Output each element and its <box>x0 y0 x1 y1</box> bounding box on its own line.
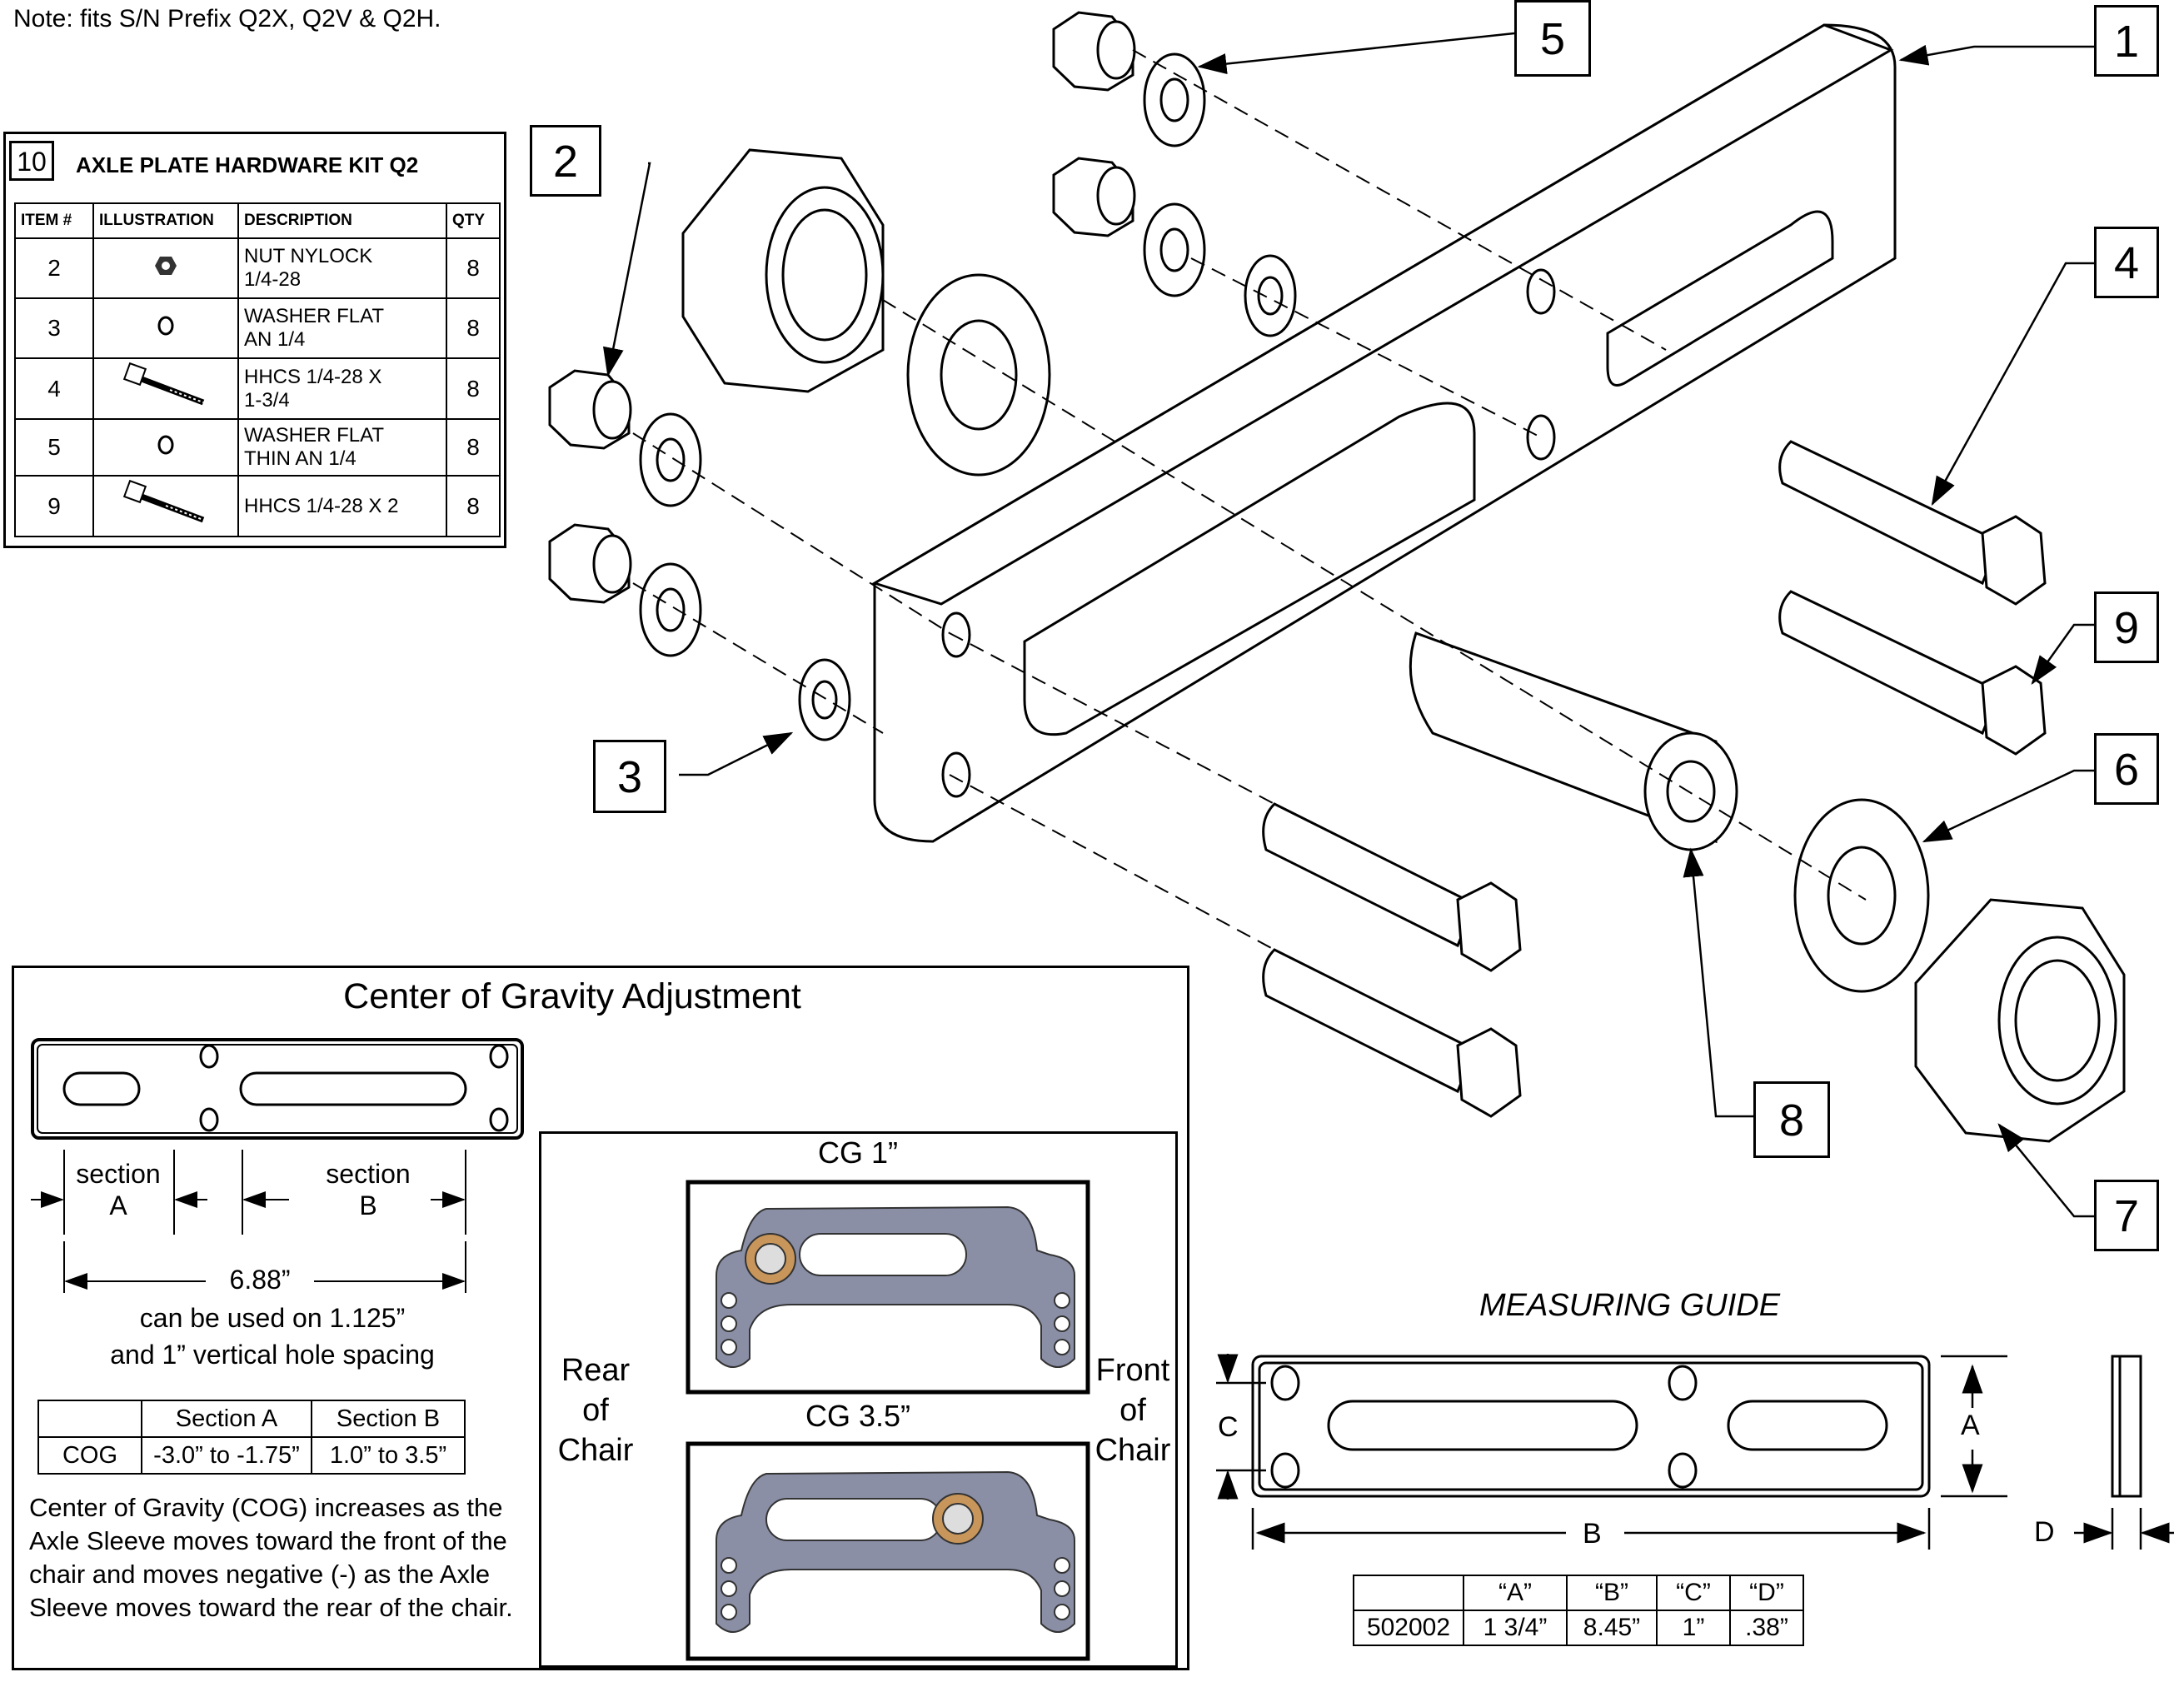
item-number: 3 <box>14 297 94 359</box>
measuring-guide-table: “A” “B” “C” “D” 502002 1 3/4” 8.45” 1” .… <box>1353 1575 1804 1646</box>
washer-top-2 <box>1143 202 1206 297</box>
compatibility-note: Note: fits S/N Prefix Q2X, Q2V & Q2H. <box>13 5 441 32</box>
cg-plate-illustrations <box>686 1180 1090 1661</box>
dim-a-label: A <box>1961 1410 1980 1441</box>
cg1-label: CG 1” <box>817 1135 898 1170</box>
col-item: ITEM # <box>14 202 94 239</box>
table-row: 9 HHCS 1/4-28 X 2 8 <box>14 475 501 537</box>
cg1-plate <box>716 1205 1075 1368</box>
callout-1: 1 <box>2094 5 2159 77</box>
spacing-line-1: can be used on 1.125” <box>139 1303 406 1333</box>
large-axle-nut-left <box>681 148 885 393</box>
callout-8: 8 <box>1753 1081 1830 1158</box>
cg-examples-panel: CG 1” CG 3.5” Rear <box>539 1131 1178 1668</box>
kit-title: AXLE PLATE HARDWARE KIT Q2 <box>76 152 419 177</box>
cog-title: Center of Gravity Adjustment <box>343 976 801 1016</box>
col-illustration: ILLUSTRATION <box>92 202 239 239</box>
callout-4: 4 <box>2094 227 2159 298</box>
col-a: “A” <box>1463 1575 1568 1611</box>
item-qty: 8 <box>446 418 501 477</box>
kit-number: 10 <box>9 141 54 181</box>
col-section-b: Section B <box>311 1400 466 1438</box>
dim-c-label: C <box>1218 1411 1239 1443</box>
item-qty: 8 <box>446 357 501 420</box>
item-number: 4 <box>14 357 94 420</box>
nylock-nut-left-2 <box>548 523 632 604</box>
hex-bolt-lower-2 <box>1262 948 1522 1118</box>
hex-bolt-right-2 <box>1778 590 2047 756</box>
item-number: 5 <box>14 418 94 477</box>
col-d: “D” <box>1729 1575 1804 1611</box>
hex-bolt-icon <box>92 475 239 537</box>
overall-dimension: 6.88” <box>229 1265 291 1295</box>
measuring-guide-title: MEASURING GUIDE <box>1479 1288 1781 1323</box>
item-qty: 8 <box>446 475 501 537</box>
callout-5: 5 <box>1514 0 1591 77</box>
hardware-kit-table: 10 AXLE PLATE HARDWARE KIT Q2 ITEM # ILL… <box>3 132 506 548</box>
spacing-line-2: and 1” vertical hole spacing <box>110 1340 435 1370</box>
nylock-nut-icon <box>92 237 239 299</box>
large-washer-left <box>906 273 1051 477</box>
kit-parts-table: ITEM # ILLUSTRATION DESCRIPTION QTY 2 NU… <box>14 202 501 537</box>
col-section-a: Section A <box>141 1400 312 1438</box>
table-row: 502002 1 3/4” 8.45” 1” .38” <box>1353 1610 1804 1646</box>
item-number: 9 <box>14 475 94 537</box>
dim-d-label: D <box>2034 1516 2055 1548</box>
callout-9: 9 <box>2094 591 2159 663</box>
callout-7: 7 <box>2094 1180 2159 1251</box>
dim-b-label: B <box>1583 1518 1602 1550</box>
washer-top-3 <box>1244 254 1297 337</box>
callout-3: 3 <box>593 740 666 813</box>
nylock-nut-top-2 <box>1052 157 1136 237</box>
callout-2: 2 <box>530 125 601 197</box>
assembly-lines <box>632 49 1867 951</box>
col-description: DESCRIPTION <box>237 202 447 239</box>
nylock-nut-top-1 <box>1052 11 1136 92</box>
washer-left-1 <box>639 412 702 507</box>
col-qty: QTY <box>446 202 501 239</box>
measuring-guide-plate <box>1251 1355 2142 1498</box>
cg35-label: CG 3.5” <box>805 1399 911 1433</box>
cog-range-table: Section A Section B COG -3.0” to -1.75” … <box>37 1400 466 1475</box>
item-description: HHCS 1/4-28 X 2 <box>237 475 447 537</box>
hex-bolt-right-1 <box>1778 440 2047 606</box>
table-row: COG -3.0” to -1.75” 1.0” to 3.5” <box>37 1436 466 1475</box>
axle-sleeve <box>1409 631 1738 851</box>
cog-plate-diagram <box>31 1038 524 1293</box>
thin-washer-icon <box>92 418 239 477</box>
large-axle-nut-right <box>1914 898 2126 1143</box>
axle-plate <box>871 23 1897 843</box>
hex-bolt-icon <box>92 357 239 420</box>
item-qty: 8 <box>446 237 501 299</box>
washer-left-2 <box>639 562 702 657</box>
flat-washer-icon <box>92 297 239 359</box>
hex-bolt-lower-1 <box>1262 802 1522 972</box>
item-qty: 8 <box>446 297 501 359</box>
cog-description: Center of Gravity (COG) increases as the… <box>29 1493 513 1622</box>
nylock-nut-left-1 <box>548 369 632 450</box>
measuring-guide-dimensions <box>1216 1354 2174 1550</box>
washer-left-3 <box>798 658 851 741</box>
large-washer-right <box>1793 798 1930 993</box>
cg35-plate <box>716 1470 1075 1633</box>
col-c: “C” <box>1656 1575 1731 1611</box>
item-number: 2 <box>14 237 94 299</box>
col-b: “B” <box>1566 1575 1658 1611</box>
washer-top-1 <box>1143 52 1206 147</box>
callout-6: 6 <box>2094 733 2159 805</box>
